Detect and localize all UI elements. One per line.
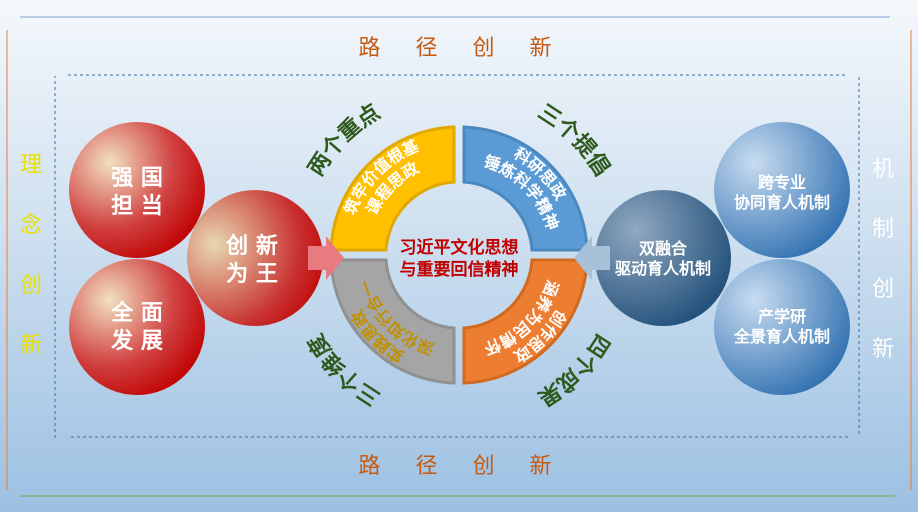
- right-side-label: 机制创新: [868, 140, 898, 380]
- right-char: 新: [871, 337, 894, 362]
- circle-kuazhuanye: [714, 122, 850, 258]
- bottom-title: 路 径 创 新: [359, 454, 566, 479]
- r2-line1: 跨专业: [758, 173, 806, 192]
- top-title: 路 径 创 新: [359, 36, 566, 61]
- arrow-right-icon: [308, 236, 344, 280]
- r1-line2: 驱动育人机制: [615, 259, 711, 278]
- left-side-label: 理念创新: [16, 136, 46, 376]
- c3-line2: 为 王: [226, 262, 278, 287]
- circle-chanxueyan: [714, 259, 850, 395]
- c2-line2: 发 展: [110, 328, 163, 354]
- c1-line1: 强 国: [111, 166, 163, 191]
- circle-qiangguo: [69, 122, 205, 258]
- center-line2: 与重要回信精神: [400, 259, 519, 280]
- circle-quanmian: [69, 259, 205, 395]
- center-line1: 习近平文化思想: [400, 237, 519, 258]
- r3-line2: 全景育人机制: [733, 327, 830, 346]
- left-char: 新: [19, 333, 42, 358]
- right-char: 制: [871, 217, 894, 242]
- quadrant-yellow: [329, 125, 456, 252]
- r2-line2: 协同育人机制: [734, 193, 830, 212]
- ring: [329, 125, 589, 385]
- r1-line1: 双融合: [639, 239, 688, 258]
- right-char: 创: [871, 277, 894, 302]
- c1-line2: 担 当: [111, 194, 163, 219]
- right-char: 机: [871, 157, 894, 182]
- quadrant-blue: [462, 125, 589, 252]
- circle-chuangxin: [187, 190, 323, 326]
- left-char: 理: [19, 153, 42, 178]
- circle-shuangronghe: [595, 190, 731, 326]
- left-char: 创: [19, 273, 42, 298]
- quadrant-orange: [462, 258, 589, 385]
- left-char: 念: [19, 213, 42, 238]
- arrow-left-icon: [574, 236, 610, 280]
- dashed-frame: [54, 74, 860, 438]
- r3-line1: 产学研: [758, 307, 806, 326]
- c3-line1: 创 新: [225, 233, 278, 259]
- quadrant-gray: [329, 258, 456, 385]
- c2-line1: 全 面: [110, 300, 163, 326]
